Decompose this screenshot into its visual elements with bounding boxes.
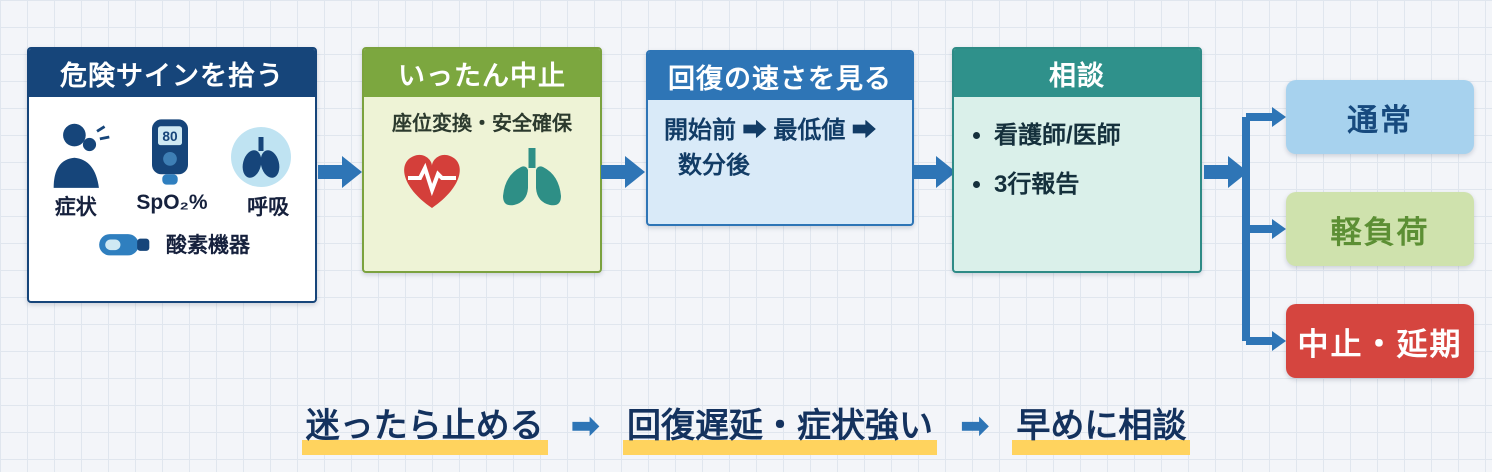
lungs-icon [503,148,561,206]
pause-icons [364,144,600,214]
consult-bullet-report: 3行報告 [994,164,1200,199]
danger-signs-labels: 症状 SpO₂% 呼吸 [29,189,315,221]
footer-arrow-icon-2: ➡ [960,407,989,445]
consult-bullet-staff: 看護師/医師 [994,115,1200,150]
flow-arrow-3 [912,156,956,188]
branch-connector [1242,107,1286,351]
step-danger-signs-body: 80 症状 SpO₂% 呼吸 [29,97,315,301]
step-danger-signs: 危険サインを拾う 80 [27,47,317,303]
footer-segment-1: 迷ったら止める [301,398,548,455]
footer-rule: 迷ったら止める ➡ 回復遅延・症状強い ➡ 早めに相談 [0,398,1492,455]
footer-segment-3: 早めに相談 [1012,398,1191,455]
coughing-person-icon [53,123,110,188]
step-recovery-speed: 回復の速さを見る 開始前 ➡ 最低値 ➡ 数分後 [646,50,914,226]
symptom-label: 症状 [54,196,97,219]
step-pause-title: いったん中止 [364,49,600,97]
pulse-oximeter-icon: 80 [152,119,188,185]
outcome-light-load: 軽負荷 [1286,192,1474,266]
flow-arrow-4 [1204,156,1248,188]
consult-bullet-list: 看護師/医師 3行報告 [994,115,1200,199]
breathing-lungs-icon [231,127,291,187]
footer-segment-2: 回復遅延・症状強い [623,398,937,455]
recovery-timeline-line2: 数分後 [678,151,750,179]
step-pause: いったん中止 座位変換・安全確保 [362,47,602,273]
heart-ecg-icon [404,154,460,208]
flow-arrow-1 [318,156,362,188]
oxygen-device-icon [99,234,150,256]
oximeter-reading: 80 [162,129,178,144]
step-consult: 相談 看護師/医師 3行報告 [952,47,1202,273]
step-recovery-speed-body: 開始前 ➡ 最低値 ➡ 数分後 [648,100,912,224]
recovery-timeline-line1: 開始前 ➡ 最低値 ➡ [664,117,877,144]
pause-note: 座位変換・安全確保 [392,113,572,135]
oxygen-device-row: 酸素機器 [29,225,315,263]
step-consult-title: 相談 [954,49,1200,97]
footer-arrow-icon-1: ➡ [571,407,600,445]
breath-label: 呼吸 [247,196,290,219]
step-danger-signs-title: 危険サインを拾う [29,49,315,97]
outcome-stop-postpone: 中止・延期 [1286,304,1474,378]
oxygen-device-label: 酸素機器 [166,234,250,257]
step-consult-body: 看護師/医師 3行報告 [954,97,1200,271]
flow-arrow-2 [601,156,645,188]
outcome-normal: 通常 [1286,80,1474,154]
step-pause-body: 座位変換・安全確保 [364,97,600,271]
spo2-label: SpO₂% [136,191,208,214]
danger-signs-icons: 80 [29,105,315,189]
step-recovery-speed-title: 回復の速さを見る [648,52,912,100]
